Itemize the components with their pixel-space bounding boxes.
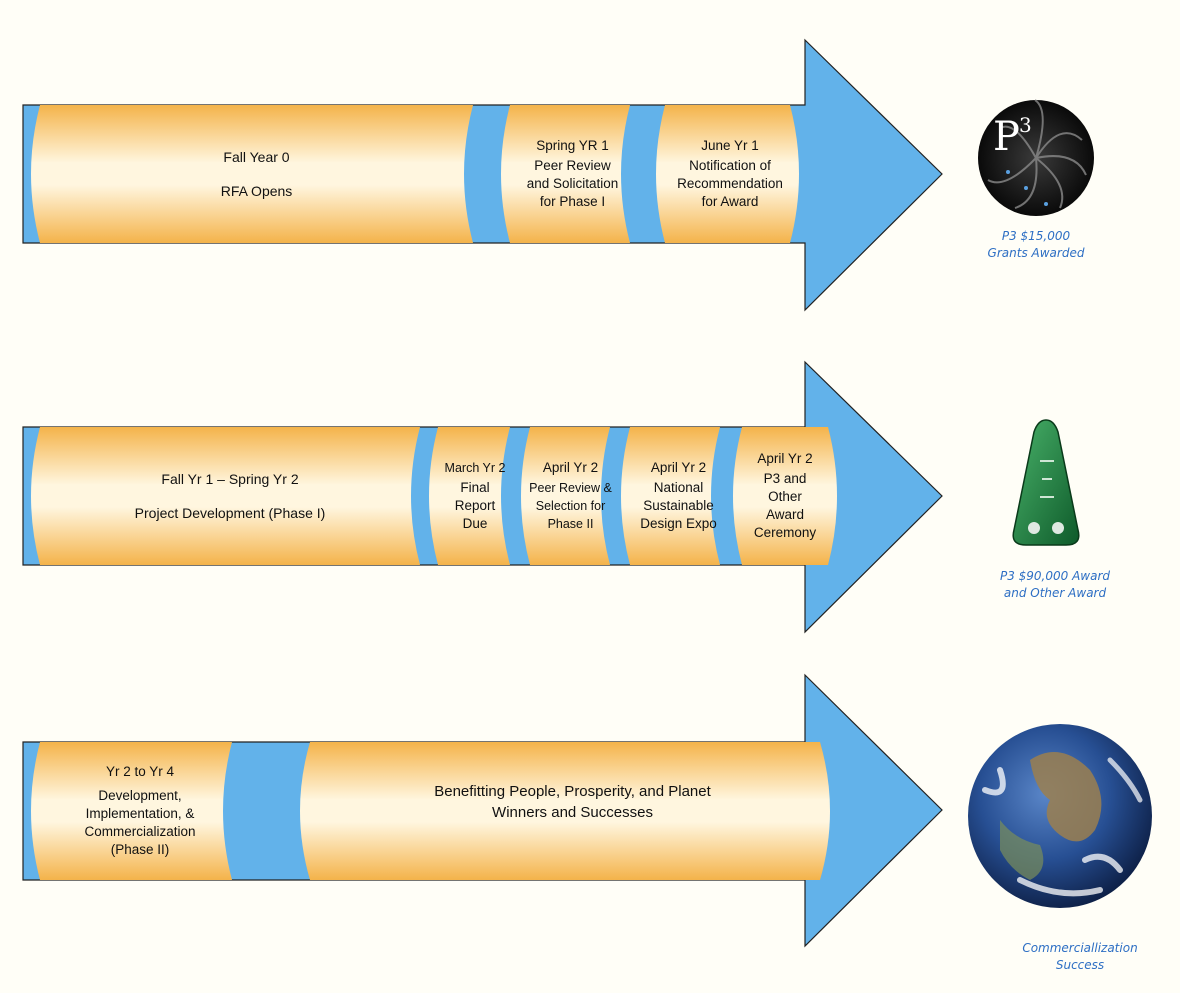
segment-yr-2-to-yr-4: Yr 2 to Yr 4 Development, Implementation…	[40, 742, 240, 880]
segment-band	[31, 105, 473, 243]
segment-title: April Yr 2	[542, 460, 599, 475]
segment-band	[501, 105, 630, 243]
segment-band	[31, 427, 420, 565]
segment-project-development: Fall Yr 1 – Spring Yr 2 Project Developm…	[40, 427, 420, 565]
segment-april-yr-2-peer-review: April Yr 2 Peer Review & Selection for P…	[518, 427, 623, 565]
segment-body: Final Report Due	[454, 480, 496, 531]
segment-spring-yr-1: Spring YR 1 Peer Review and Solicitation…	[505, 105, 640, 243]
segment-band	[521, 427, 610, 565]
caption-commercialization: Commerciallization Success	[1022, 941, 1138, 972]
segment-april-yr-2-expo: April Yr 2 National Sustainable Design E…	[626, 427, 731, 565]
segment-title: April Yr 2	[757, 451, 813, 466]
earth-globe-icon	[968, 724, 1152, 908]
caption-p3-90000: P3 $90,000 Award and Other Award	[999, 569, 1111, 600]
segment-benefitting: Benefitting People, Prosperity, and Plan…	[300, 742, 845, 862]
segment-title: Fall Year 0	[223, 149, 290, 165]
segment-march-yr-2: March Yr 2 Final Report Due	[430, 427, 520, 565]
segment-band	[300, 742, 830, 880]
timeline-arrow-row-1	[22, 38, 943, 312]
segment-title: March Yr 2	[444, 461, 506, 475]
segment-band	[429, 427, 510, 565]
segment-body: P3 and Other Award Ceremony	[753, 471, 817, 540]
segment-band	[621, 427, 720, 565]
award-trophy-icon	[1012, 419, 1080, 546]
segment-body: Notification of Recommendation for Award	[677, 158, 783, 209]
segment-body: Benefitting People, Prosperity, and Plan…	[434, 783, 711, 821]
timeline-arrow-row-2	[22, 360, 943, 634]
segment-june-yr-1: June Yr 1 Notification of Recommendation…	[660, 105, 800, 243]
segment-title: April Yr 2	[650, 460, 707, 475]
caption-p3-15000: P3 $15,000 Grants Awarded	[987, 229, 1085, 260]
segment-band	[31, 742, 232, 880]
segment-title: Yr 2 to Yr 4	[105, 764, 175, 779]
segment-april-yr-2-ceremony: April Yr 2 P3 and Other Award Ceremony	[735, 427, 835, 565]
segment-body: Peer Review & Selection for Phase II	[529, 481, 612, 531]
segment-title: June Yr 1	[701, 138, 759, 153]
segment-body: RFA Opens	[220, 183, 293, 199]
segment-band	[733, 427, 837, 565]
segment-band	[656, 105, 799, 243]
p3-logo-icon: P 3	[978, 99, 1094, 216]
segment-fall-year-0: Fall Year 0 RFA Opens	[40, 105, 473, 243]
svg-text:3: 3	[1019, 113, 1032, 137]
segment-body: National Sustainable Design Expo	[640, 480, 717, 531]
segment-title: Spring YR 1	[536, 138, 609, 153]
segment-body: Development, Implementation, & Commercia…	[84, 788, 196, 857]
svg-text:P: P	[993, 114, 1020, 160]
segment-title: Fall Yr 1 – Spring Yr 2	[161, 471, 299, 487]
timeline-arrow-row-3	[22, 673, 943, 948]
segment-body: Project Development (Phase I)	[134, 505, 326, 521]
segment-body: Peer Review and Solicitation for Phase I	[526, 158, 619, 209]
